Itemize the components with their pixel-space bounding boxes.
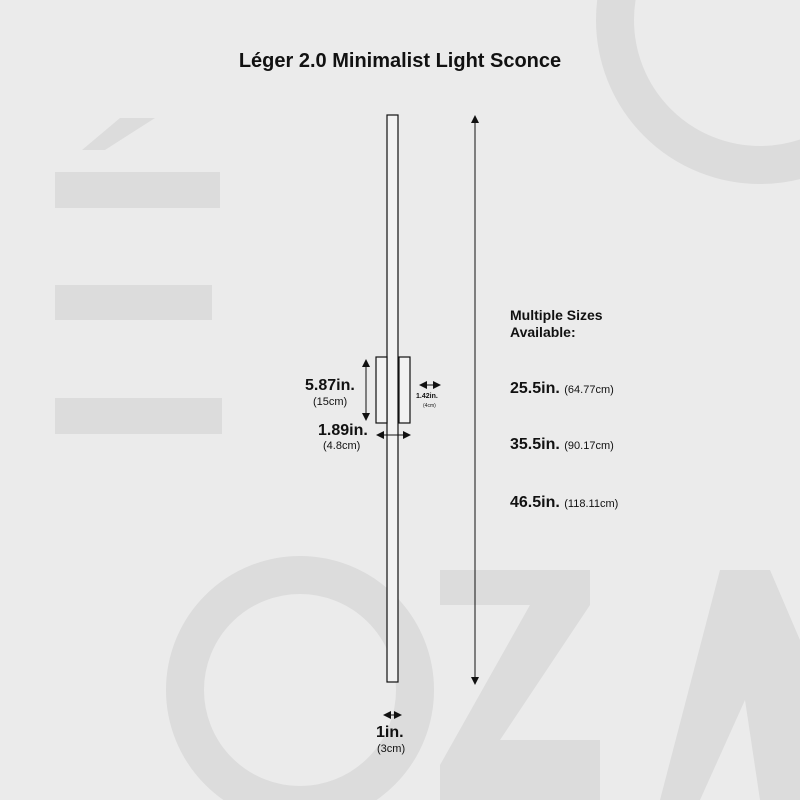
watermark-logo	[55, 0, 800, 800]
size-metric: (90.17cm)	[564, 440, 614, 452]
size-item: 46.5in. (118.11cm)	[510, 494, 618, 512]
mount-depth-imperial: 1.89in.	[318, 422, 368, 439]
light-rod	[386, 114, 399, 683]
size-metric: (118.11cm)	[564, 498, 619, 510]
size-imperial: 46.5in.	[510, 494, 560, 511]
sizes-heading-line2: Available:	[510, 324, 576, 340]
rod-width-metric: (3cm)	[377, 743, 406, 755]
mount-right	[398, 356, 411, 424]
mount-left	[375, 356, 388, 424]
sizes-heading: Multiple Sizes Available:	[510, 307, 603, 341]
size-imperial: 35.5in.	[510, 436, 560, 453]
size-item: 25.5in. (64.77cm)	[510, 380, 614, 398]
sizes-heading-line1: Multiple Sizes	[510, 307, 603, 323]
rod-width-imperial: 1in.	[376, 724, 404, 741]
mount-width-imperial: 1.42in.	[416, 393, 438, 400]
mount-height-metric: (15cm)	[313, 396, 348, 408]
size-item: 35.5in. (90.17cm)	[510, 436, 614, 454]
size-imperial: 25.5in.	[510, 380, 560, 397]
page-title: Léger 2.0 Minimalist Light Sconce	[238, 50, 562, 72]
mount-width-metric: (4cm)	[423, 403, 436, 409]
mount-height-imperial: 5.87in.	[305, 377, 355, 394]
size-metric: (64.77cm)	[564, 384, 614, 396]
mount-depth-metric: (4.8cm)	[323, 440, 361, 452]
